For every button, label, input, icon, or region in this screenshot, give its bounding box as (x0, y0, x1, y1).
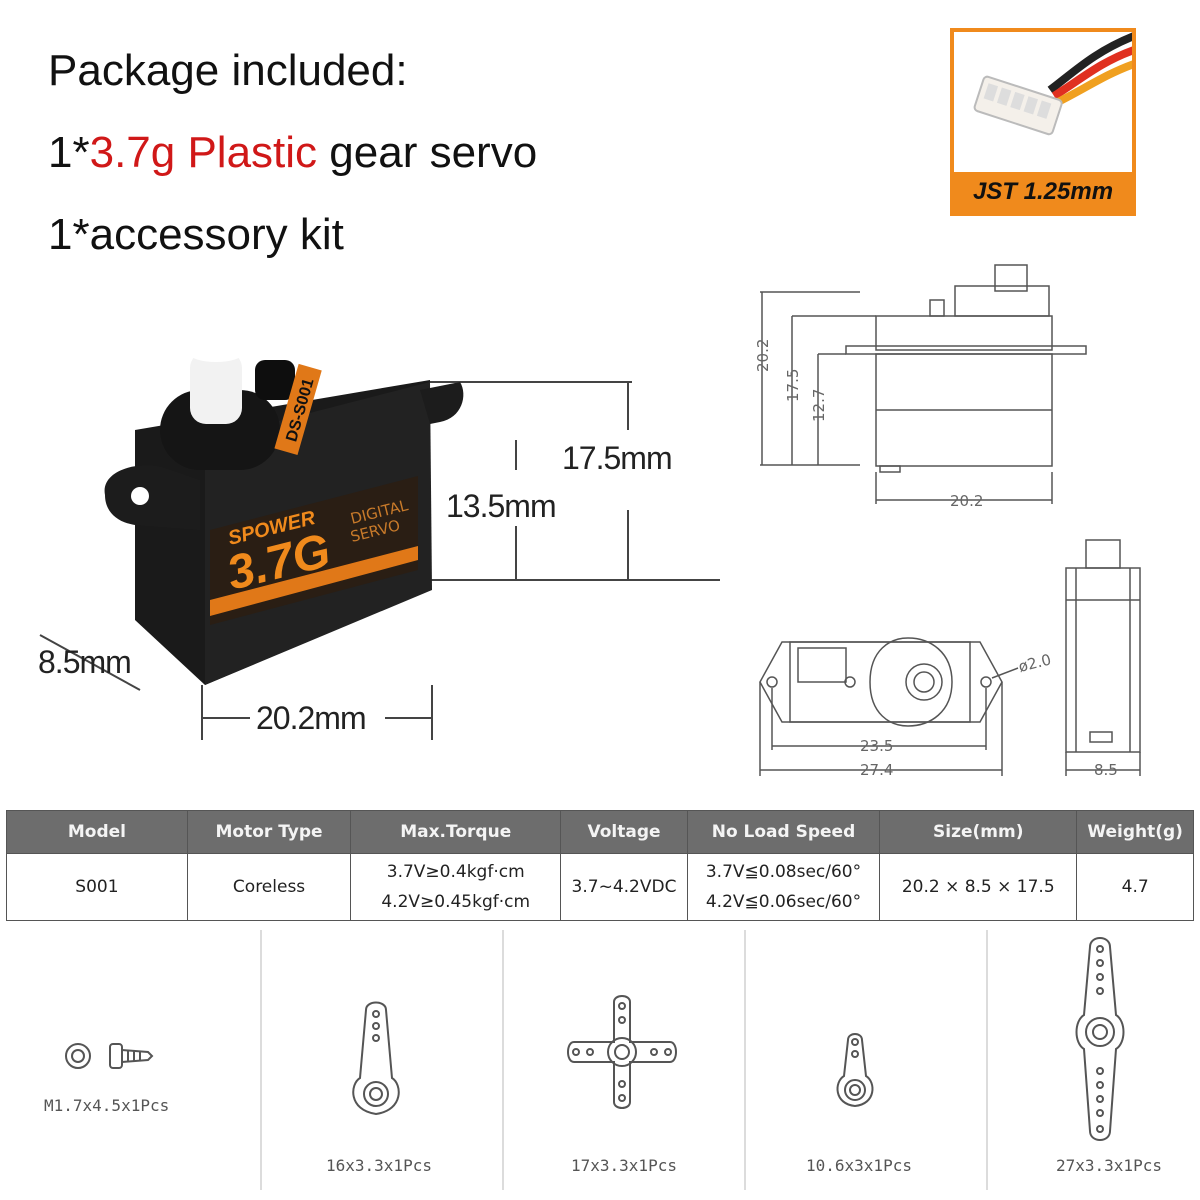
torque-4v2: 4.2V≥0.45kgf·cm (381, 892, 531, 912)
package-line-servo: 1*3.7g Plastic gear servo (48, 128, 537, 178)
jst-connector-icon (973, 32, 1132, 136)
drawing-end-depth: 8.5 (1094, 761, 1118, 779)
technical-drawing: 20.2 17.5 12.7 20.2 8.5 ø2.0 23.5 27.4 (754, 264, 1141, 779)
single-arm-horn-icon (352, 1001, 400, 1116)
header-weight: Weight(g) (1076, 810, 1194, 854)
table-row: S001 Coreless 3.7V≥0.4kgf·cm 4.2V≥0.45kgf… (6, 853, 1194, 921)
spec-table-header: Model Motor Type Max.Torque Voltage No L… (6, 810, 1194, 854)
accessory-label-cross: 17x3.3x1Pcs (571, 1156, 677, 1175)
accessory-label-screw: M1.7x4.5x1Pcs (44, 1096, 170, 1115)
accessory-divider (986, 930, 988, 1190)
accessory-divider (260, 930, 262, 1190)
short-arm-horn-icon (836, 1033, 874, 1108)
screw-icon (65, 1043, 154, 1069)
dimension-width: 20.2mm (256, 700, 367, 736)
servo-photo: 3.7G SPOWER DIGITAL SERVO DS-S001 (39, 346, 720, 740)
accessory-divider (744, 930, 746, 1190)
drawing-top-outer-width: 27.4 (860, 761, 893, 779)
dimension-height-body: 13.5mm (446, 488, 557, 524)
cross-horn-icon (567, 995, 677, 1109)
cell-size: 20.2 × 8.5 × 17.5 (879, 853, 1078, 921)
servo-description: gear servo (317, 128, 538, 177)
cell-voltage: 3.7~4.2VDC (560, 853, 688, 921)
side-view-drawing (760, 264, 1087, 504)
speed-4v2: 4.2V≦0.06sec/60° (705, 892, 862, 912)
package-title: Package included: (48, 46, 408, 95)
drawing-hole-diameter: ø2.0 (1017, 650, 1053, 675)
double-arm-horn-icon (1075, 937, 1125, 1141)
top-view-drawing (759, 637, 1019, 776)
cell-no-load-speed: 3.7V≦0.08sec/60° 4.2V≦0.06sec/60° (686, 853, 881, 921)
cell-motor-type: Coreless (186, 853, 352, 921)
header-voltage: Voltage (560, 810, 688, 854)
accessory-label-short-arm: 10.6x3x1Pcs (806, 1156, 912, 1175)
cell-model: S001 (6, 853, 188, 921)
accessory-divider (502, 930, 504, 1190)
cell-max-torque: 3.7V≥0.4kgf·cm 4.2V≥0.45kgf·cm (350, 853, 562, 921)
servo-weight-material: 3.7g Plastic (89, 128, 318, 177)
drawing-top-inner-width: 23.5 (860, 737, 893, 755)
accessory-label-single-arm: 16x3.3x1Pcs (326, 1156, 432, 1175)
header-no-load-speed: No Load Speed (686, 810, 881, 854)
drawing-side-height-body: 12.7 (810, 389, 828, 422)
drawing-side-height-mid: 17.5 (784, 369, 802, 402)
drawing-side-width: 20.2 (950, 492, 983, 510)
end-view-drawing (1065, 539, 1141, 776)
jst-connector-panel: JST 1.25mm (950, 28, 1136, 216)
package-line-accessory: 1*accessory kit (48, 210, 344, 259)
dimension-height-total: 17.5mm (562, 440, 673, 476)
accessory-label-double-arm: 27x3.3x1Pcs (1056, 1156, 1162, 1175)
header-model: Model (6, 810, 188, 854)
header-max-torque: Max.Torque (350, 810, 562, 854)
cell-weight: 4.7 (1076, 853, 1194, 921)
jst-connector-label: JST 1.25mm (954, 172, 1132, 212)
servo-qty: 1* (48, 128, 90, 177)
dimension-depth: 8.5mm (38, 644, 132, 680)
header-size: Size(mm) (879, 810, 1078, 854)
drawing-side-height-total: 20.2 (754, 339, 772, 372)
speed-3v7: 3.7V≦0.08sec/60° (705, 862, 862, 882)
torque-3v7: 3.7V≥0.4kgf·cm (386, 862, 525, 882)
header-motor-type: Motor Type (186, 810, 352, 854)
spec-table: Model Motor Type Max.Torque Voltage No L… (6, 810, 1194, 921)
